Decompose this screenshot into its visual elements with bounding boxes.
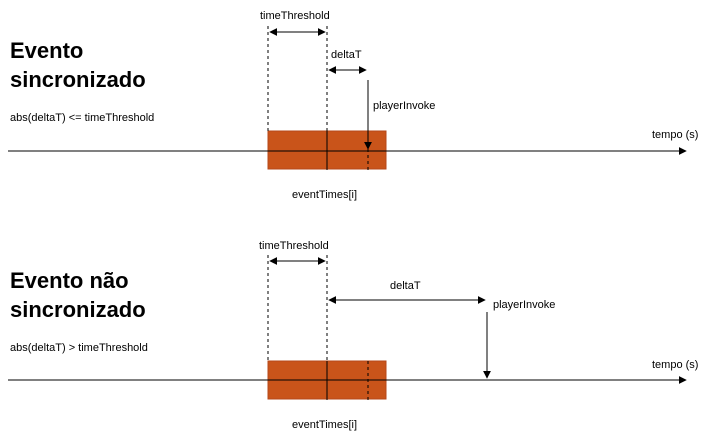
sync-axis-label: tempo (s) [652,129,698,141]
unsync-condition: abs(deltaT) > timeThreshold [10,342,148,354]
sync-event-label: eventTimes[i] [292,189,357,201]
unsync-heading-line1: Evento não [10,268,129,293]
sync-heading-line1: Evento [10,38,83,63]
sync-heading-line2: sincronizado [10,67,146,92]
unsync-delta-label: deltaT [390,280,421,292]
sync-threshold-label: timeThreshold [260,10,330,22]
sync-player-label: playerInvoke [373,100,435,112]
sync-condition: abs(deltaT) <= timeThreshold [10,112,154,124]
unsync-player-label: playerInvoke [493,299,555,311]
unsync-axis-label: tempo (s) [652,359,698,371]
sync-panel: Evento sincronizado abs(deltaT) <= timeT… [8,10,698,201]
unsync-panel: Evento não sincronizado abs(deltaT) > ti… [8,240,698,431]
unsync-heading-line2: sincronizado [10,297,146,322]
unsync-threshold-label: timeThreshold [259,240,329,252]
sync-delta-label: deltaT [331,49,362,61]
unsync-event-label: eventTimes[i] [292,419,357,431]
